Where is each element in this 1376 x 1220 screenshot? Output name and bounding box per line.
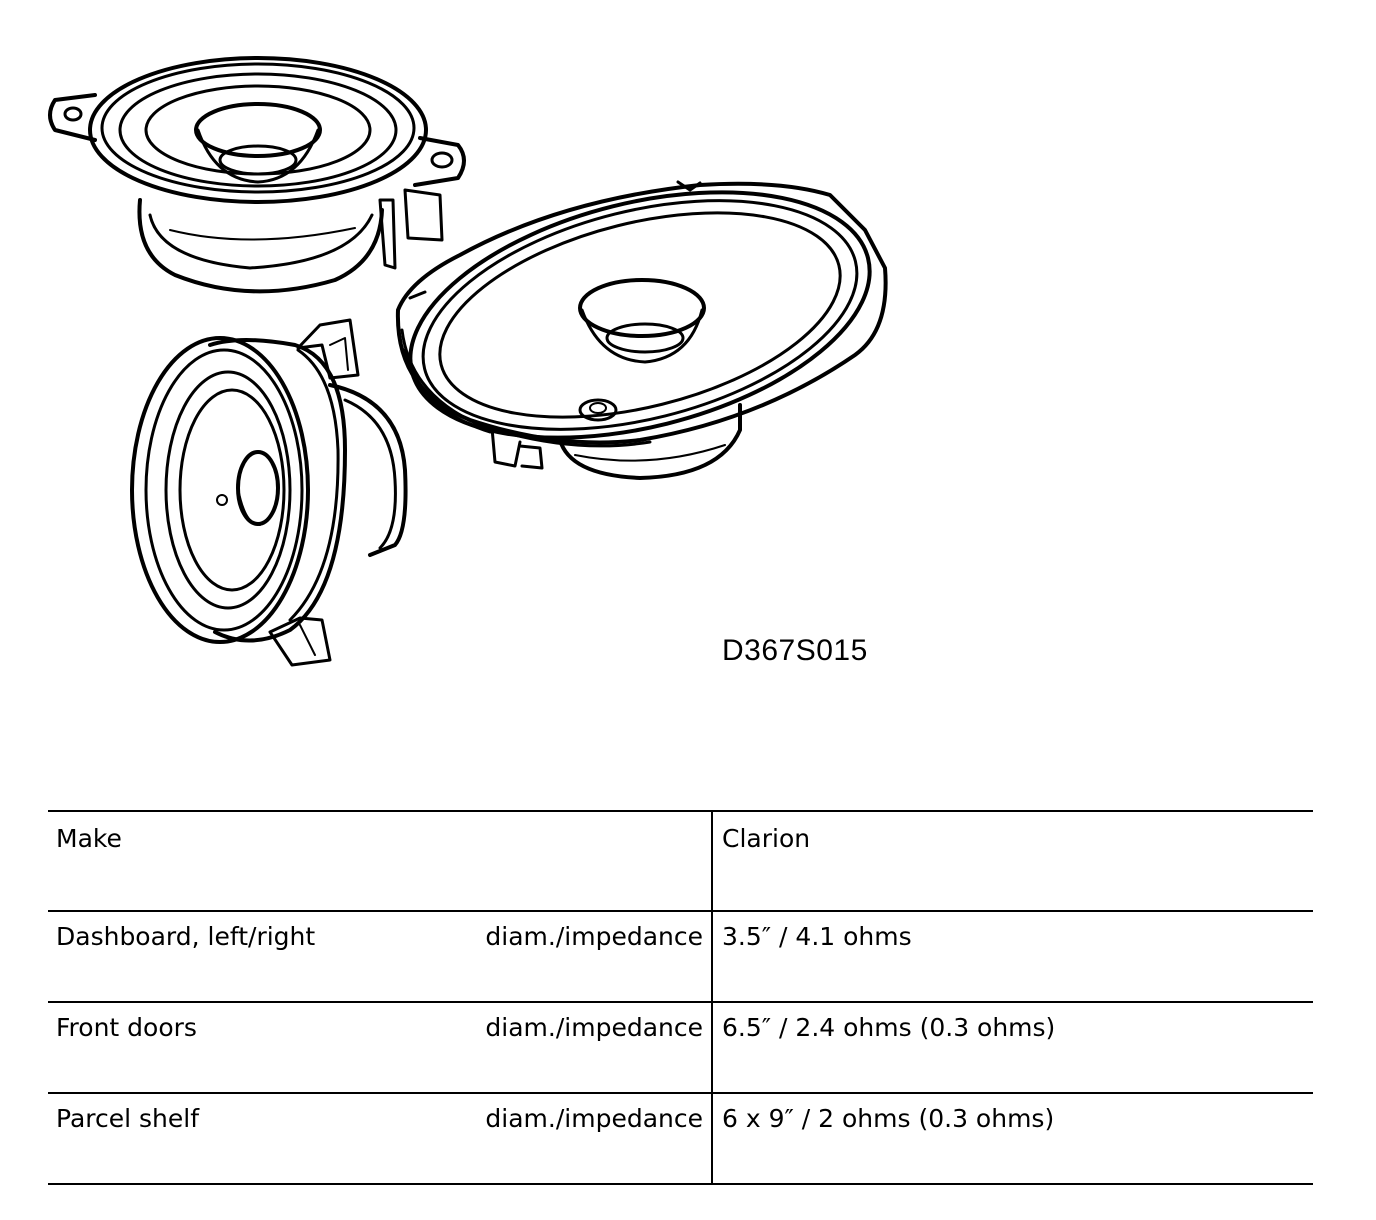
speaker-spec-table: Make Clarion Dashboard, left/right diam.…	[48, 810, 1313, 1185]
table-row: Dashboard, left/right diam./impedance 3.…	[48, 910, 1313, 1002]
dashboard-speaker-drawing	[48, 56, 466, 294]
row-label: Make	[48, 810, 448, 911]
front-door-speaker-drawing	[130, 318, 408, 667]
row-value: 6.5″ / 2.4 ohms (0.3 ohms)	[711, 1001, 1313, 1093]
row-parameter: diam./impedance	[448, 1092, 712, 1185]
row-parameter: diam./impedance	[448, 1001, 712, 1093]
row-value: 3.5″ / 4.1 ohms	[711, 910, 1313, 1002]
figure-code-label: D367S015	[722, 634, 868, 667]
row-value: 6 x 9″ / 2 ohms (0.3 ohms)	[711, 1092, 1313, 1185]
row-label: Parcel shelf	[48, 1092, 448, 1185]
table-row: Make Clarion	[48, 810, 1313, 911]
row-parameter: diam./impedance	[448, 910, 712, 1002]
speaker-illustration	[48, 56, 888, 667]
table-row: Front doors diam./impedance 6.5″ / 2.4 o…	[48, 1001, 1313, 1093]
row-parameter	[448, 810, 712, 911]
table-row: Parcel shelf diam./impedance 6 x 9″ / 2 …	[48, 1092, 1313, 1185]
parcel-shelf-speaker-drawing	[395, 180, 888, 480]
row-label: Front doors	[48, 1001, 448, 1093]
row-value: Clarion	[711, 810, 1313, 911]
row-label: Dashboard, left/right	[48, 910, 448, 1002]
